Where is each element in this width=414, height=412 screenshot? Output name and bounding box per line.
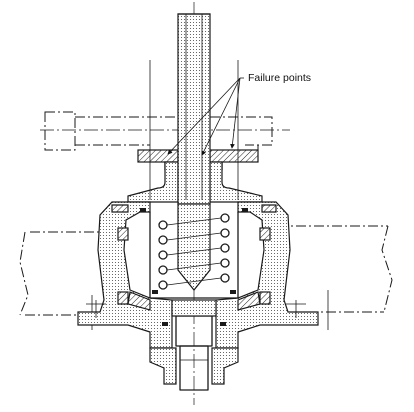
actuator-lever-arm [44, 111, 273, 160]
spring-coil-left [158, 220, 168, 290]
valve-stem [177, 13, 211, 291]
coil-spring [158, 213, 230, 290]
spring-coil-right [220, 213, 230, 283]
valve-body-right [215, 201, 319, 349]
spring-chamber [149, 211, 239, 299]
failure-points-label: Failure points [248, 72, 311, 84]
failure-point-callout: Failure points [167, 72, 311, 156]
seal-rings [140, 208, 248, 326]
right-mounting-plate [278, 225, 393, 330]
flange-bolts [86, 60, 306, 318]
lower-stem-housing [149, 299, 239, 391]
valve-body-left [77, 201, 173, 349]
